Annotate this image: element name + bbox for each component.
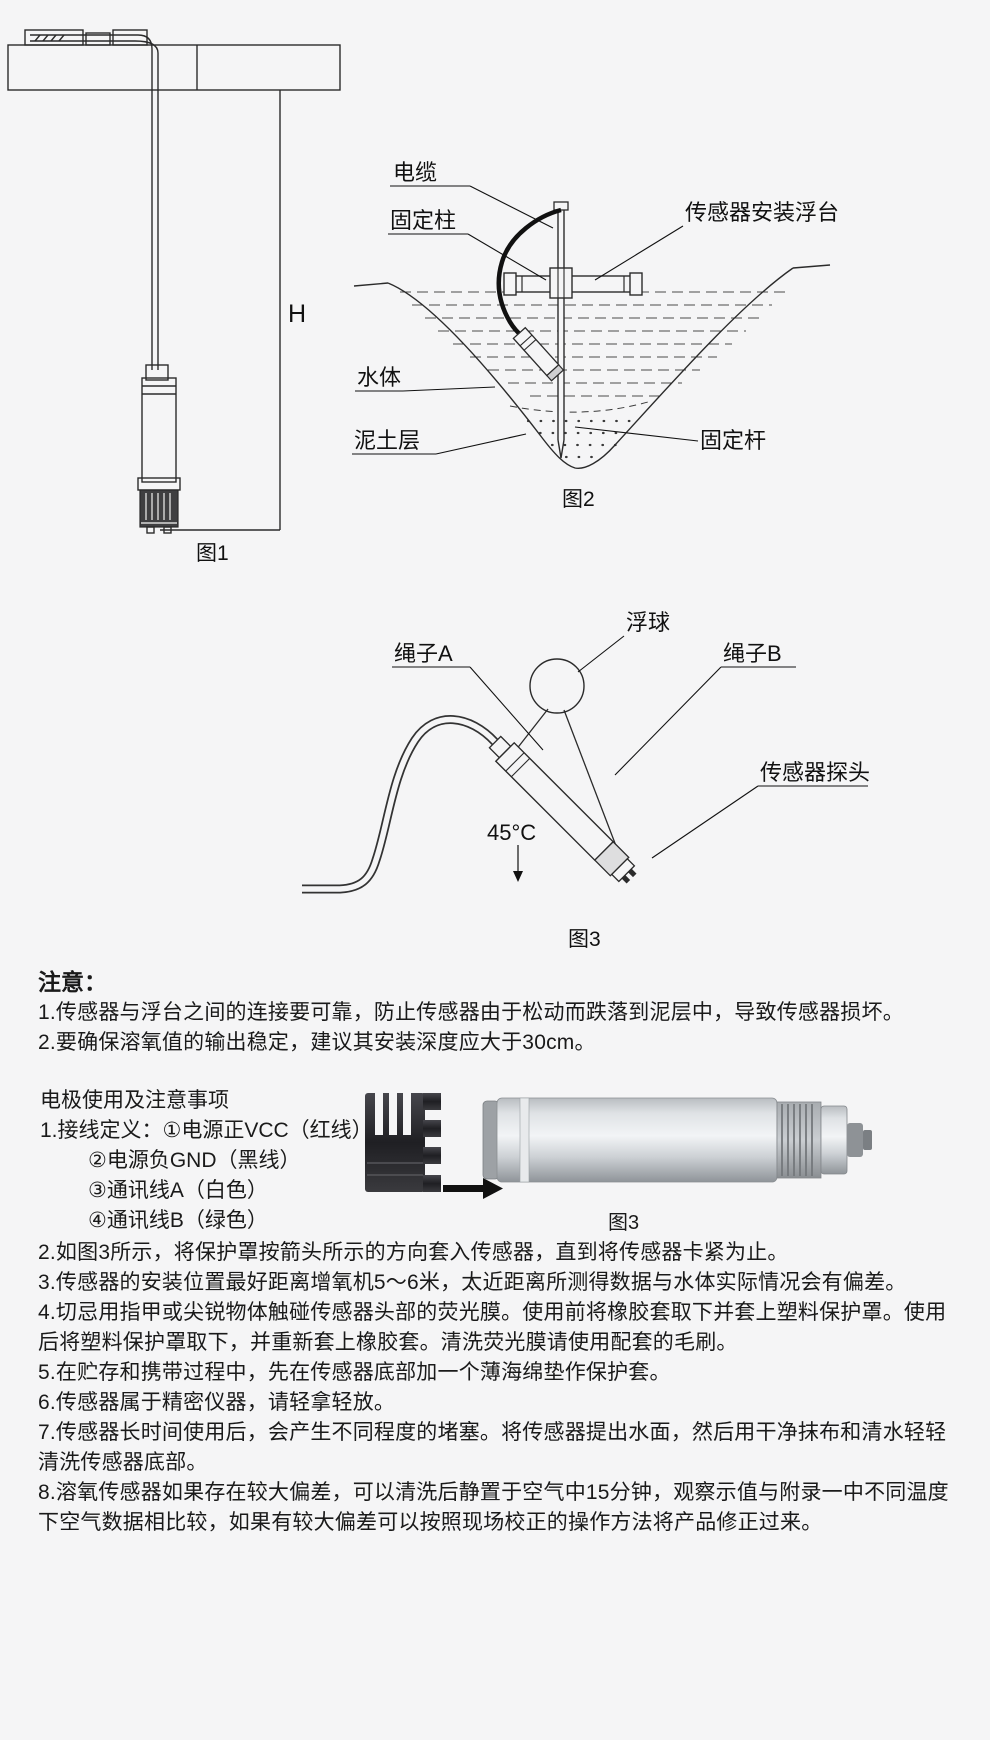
fig1-caption: 图1: [196, 542, 229, 565]
electrode-item-3: 3.传感器的安装位置最好距离增氧机5～6米，太近距离所测得数据与水体实际情况会有…: [38, 1271, 907, 1294]
electrode-item-5: 5.在贮存和携带过程中，先在传感器底部加一个薄海绵垫作保护套。: [38, 1361, 671, 1384]
fig2-label-platform: 传感器安装浮台: [685, 200, 839, 225]
notice-item-1: 1.传感器与浮台之间的连接要可靠，防止传感器由于松动而跌落到泥层中，导致传感器损…: [38, 1001, 904, 1024]
fig2-leader-lines: [352, 185, 699, 455]
fig3-angle-indicator: [513, 845, 523, 882]
fig2-label-post: 固定柱: [390, 208, 456, 233]
figure3-float-probe-diagram: 浮球 绳子A 绳子B 传感器探头 45°C 图3: [302, 610, 870, 951]
notice-section: 注意： 1.传感器与浮台之间的连接要可靠，防止传感器由于松动而跌落到泥层中，导致…: [38, 966, 968, 1058]
fig3-label-angle: 45°C: [487, 820, 536, 845]
fig1-cable: [30, 34, 159, 370]
electrode-item-4: 4.切忌用指甲或尖锐物体触碰传感器头部的荧光膜。使用前将橡胶套取下并套上塑料保护…: [38, 1301, 947, 1354]
fig2-label-rod: 固定杆: [700, 428, 766, 453]
fig2-fixing-post: [549, 267, 573, 299]
fig2-floating-platform: [503, 267, 643, 299]
sensor-cylinder: [482, 1097, 872, 1183]
sensor-photo: [365, 1093, 872, 1199]
fig3-float-ball: [529, 658, 585, 714]
fig3-label-rope-b: 绳子B: [723, 641, 782, 666]
fig2-cable: [496, 207, 562, 338]
fig1-height-dimension: [160, 90, 281, 531]
fig3-label-rope-a: 绳子A: [394, 641, 453, 666]
fig3-label-probe: 传感器探头: [760, 760, 870, 785]
fig2-basin-outline: [353, 264, 831, 469]
wiring-definition-line-3: ③通讯线A（白色）: [88, 1179, 268, 1202]
fig3-sensor-probe: [488, 735, 637, 884]
insert-direction-arrow-icon: [443, 1178, 503, 1199]
figure2-pond-installation-diagram: 电缆 固定柱 传感器安装浮台 水体 泥土层 固定杆 图2: [352, 160, 839, 511]
electrode-item-2: 2.如图3所示，将保护罩按箭头所示的方向套入传感器，直到将传感器卡紧为止。: [38, 1241, 789, 1264]
electrode-heading: 电极使用及注意事项: [40, 1089, 229, 1112]
fig2-label-water: 水体: [357, 365, 401, 390]
fig2-hanging-sensor: [512, 326, 565, 382]
fig1-membrane-cage-slots: [141, 493, 177, 524]
fig2-fixing-rod: [553, 201, 569, 459]
fig2-mud-layer: [509, 401, 649, 459]
figure1-hanging-sensor-diagram: H 图1: [7, 29, 341, 565]
sensor-photo-caption: 图3: [608, 1212, 640, 1234]
notice-item-2: 2.要确保溶氧值的输出稳定，建议其安装深度应大于30cm。: [38, 1031, 596, 1054]
electrode-item-7: 7.传感器长时间使用后，会产生不同程度的堵塞。将传感器提出水面，然后用干净抹布和…: [38, 1421, 947, 1474]
fig3-label-float: 浮球: [626, 610, 670, 635]
fig1-height-label: H: [288, 300, 306, 328]
electrode-items: 2.如图3所示，将保护罩按箭头所示的方向套入传感器，直到将传感器卡紧为止。 3.…: [38, 1238, 958, 1538]
fig3-caption: 图3: [568, 928, 601, 951]
electrode-heading-block: 电极使用及注意事项 1.接线定义：①电源正VCC（红线） ②电源负GND（黑线）…: [40, 1086, 373, 1236]
protective-cap: [365, 1093, 441, 1192]
wiring-definition-line-1: 1.接线定义：①电源正VCC（红线）: [40, 1119, 373, 1142]
electrode-item-6: 6.传感器属于精密仪器，请轻拿轻放。: [38, 1391, 396, 1414]
fig2-label-cable: 电缆: [393, 160, 437, 185]
wiring-definition-line-2: ②电源负GND（黑线）: [88, 1149, 301, 1172]
fig3-cable: [302, 715, 499, 894]
fig2-label-mud: 泥土层: [354, 428, 420, 453]
fig1-mount-bracket: [7, 29, 341, 91]
electrode-item-8: 8.溶氧传感器如果存在较大偏差，可以清洗后静置于空气中15分钟，观察示值与附录一…: [38, 1481, 949, 1534]
fig3-leader-lines: [392, 635, 868, 859]
fig1-sensor-body: [137, 364, 181, 534]
fig2-caption: 图2: [562, 488, 595, 511]
fig2-water-lines: [400, 291, 785, 397]
notice-heading: 注意：: [38, 969, 107, 995]
wiring-definition-line-4: ④通讯线B（绿色）: [88, 1209, 268, 1232]
